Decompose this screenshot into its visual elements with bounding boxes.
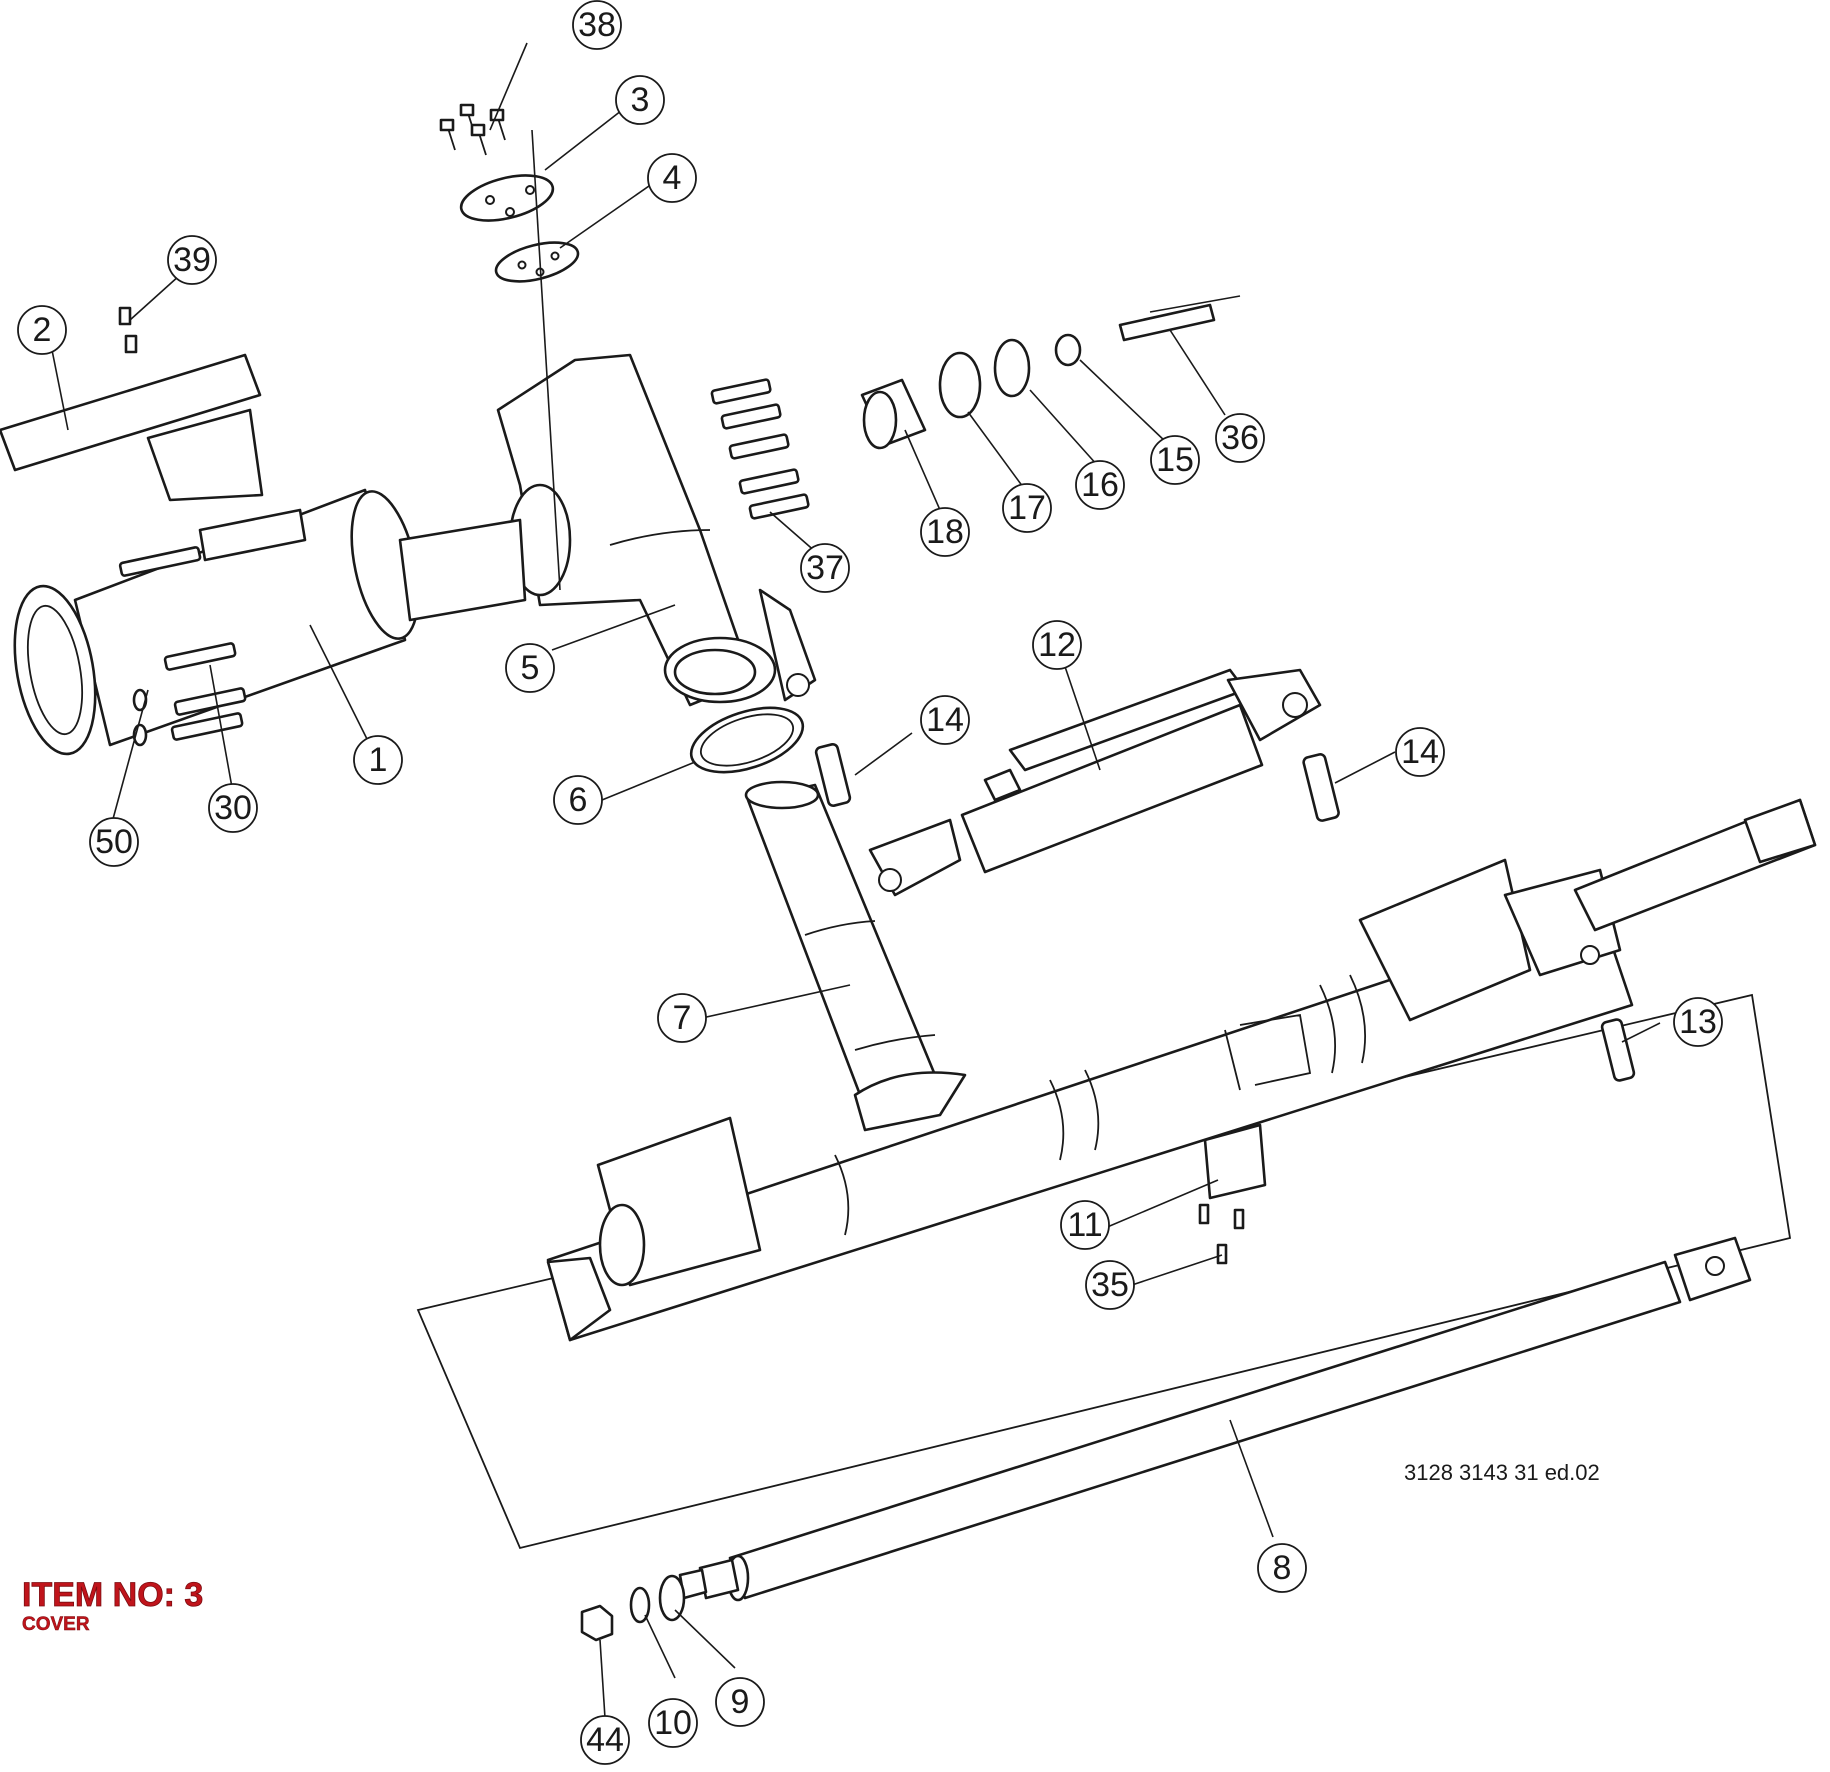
item-subtitle: COVER — [22, 1614, 90, 1635]
callout-label: 14 — [1401, 733, 1439, 771]
drawing-number: 3128 3143 31 ed.02 — [1404, 1460, 1600, 1485]
callout-label: 1 — [369, 741, 388, 779]
callout-18: 18 — [920, 507, 970, 557]
callout-label: 35 — [1091, 1266, 1129, 1304]
part-14-pin-left — [814, 742, 852, 808]
part-1-cylinder — [13, 488, 527, 756]
callout-39: 39 — [167, 235, 217, 285]
part-7-tube — [744, 780, 967, 1132]
callout-label: 7 — [673, 999, 692, 1037]
part-10-washer — [629, 1586, 651, 1624]
part-4-gasket — [494, 241, 580, 283]
callout-5: 5 — [505, 643, 555, 693]
callout-label: 44 — [586, 1721, 624, 1759]
callout-label: 38 — [578, 6, 616, 44]
part-14-pin-right — [1302, 753, 1340, 822]
part-16-bearing — [993, 338, 1031, 398]
part-39-screws — [118, 306, 138, 354]
callout-label: 4 — [663, 159, 682, 197]
part-36-shaft — [1118, 303, 1216, 342]
callout-label: 14 — [926, 701, 964, 739]
callout-label: 13 — [1679, 1003, 1717, 1041]
callout-30: 30 — [208, 783, 258, 833]
callout-14-right: 14 — [1395, 727, 1445, 777]
callout-13: 13 — [1673, 997, 1723, 1047]
callout-15: 15 — [1150, 435, 1200, 485]
part-3-cover — [459, 174, 555, 222]
callout-44: 44 — [580, 1715, 630, 1765]
callout-17: 17 — [1002, 483, 1052, 533]
part-11-plate — [1203, 1123, 1267, 1200]
part-9-nut — [658, 1574, 686, 1622]
part-13-pin — [1600, 1018, 1636, 1082]
callout-1: 1 — [353, 735, 403, 785]
part-2-bracket — [0, 353, 264, 502]
callout-label: 15 — [1156, 441, 1194, 479]
callout-9: 9 — [715, 1677, 765, 1727]
part-17-spacer — [938, 351, 982, 419]
part-5-housing — [496, 353, 817, 707]
callout-7: 7 — [657, 993, 707, 1043]
callout-2: 2 — [17, 305, 67, 355]
callout-label: 30 — [214, 789, 252, 827]
callout-label: 50 — [95, 823, 133, 861]
callout-label: 16 — [1081, 466, 1119, 504]
callout-10: 10 — [648, 1698, 698, 1748]
callout-label: 36 — [1221, 419, 1259, 457]
part-18-bushing — [860, 378, 927, 450]
callout-label: 3 — [631, 81, 650, 119]
callout-label: 39 — [173, 241, 211, 279]
callout-label: 37 — [806, 549, 844, 587]
callout-12: 12 — [1032, 620, 1082, 670]
callout-label: 9 — [731, 1683, 750, 1721]
main-frame-beam — [546, 798, 1817, 1342]
part-44-locknut — [580, 1604, 614, 1642]
callout-6: 6 — [553, 775, 603, 825]
part-30-bolts — [118, 546, 247, 741]
part-50-rings — [132, 688, 148, 747]
callout-8: 8 — [1257, 1543, 1307, 1593]
callout-label: 17 — [1008, 489, 1046, 527]
part-35-screws — [1198, 1203, 1245, 1265]
part-6-seal-ring — [689, 706, 805, 774]
part-12-cylinder — [868, 668, 1322, 897]
callout-label: 10 — [654, 1704, 692, 1742]
callout-label: 6 — [569, 781, 588, 819]
callout-11: 11 — [1060, 1200, 1110, 1250]
callout-16: 16 — [1075, 460, 1125, 510]
part-15-sleeve — [1054, 333, 1082, 367]
callout-label: 8 — [1273, 1549, 1292, 1587]
callout-50: 50 — [89, 817, 139, 867]
callout-36: 36 — [1215, 413, 1265, 463]
callout-label: 2 — [33, 311, 52, 349]
callout-label: 11 — [1067, 1206, 1102, 1244]
part-37-bolts — [710, 378, 810, 520]
callout-37: 37 — [800, 543, 850, 593]
part-8-rod — [678, 1236, 1752, 1602]
callout-35: 35 — [1085, 1260, 1135, 1310]
callout-3: 3 — [615, 75, 665, 125]
callout-label: 12 — [1038, 626, 1076, 664]
callout-4: 4 — [647, 153, 697, 203]
callout-label: 18 — [926, 513, 964, 551]
part-38-screws — [439, 103, 506, 156]
callout-38: 38 — [572, 0, 622, 50]
item-title: ITEM NO: 3 — [22, 1576, 203, 1614]
callout-label: 5 — [521, 649, 540, 687]
callout-14-left: 14 — [920, 695, 970, 745]
